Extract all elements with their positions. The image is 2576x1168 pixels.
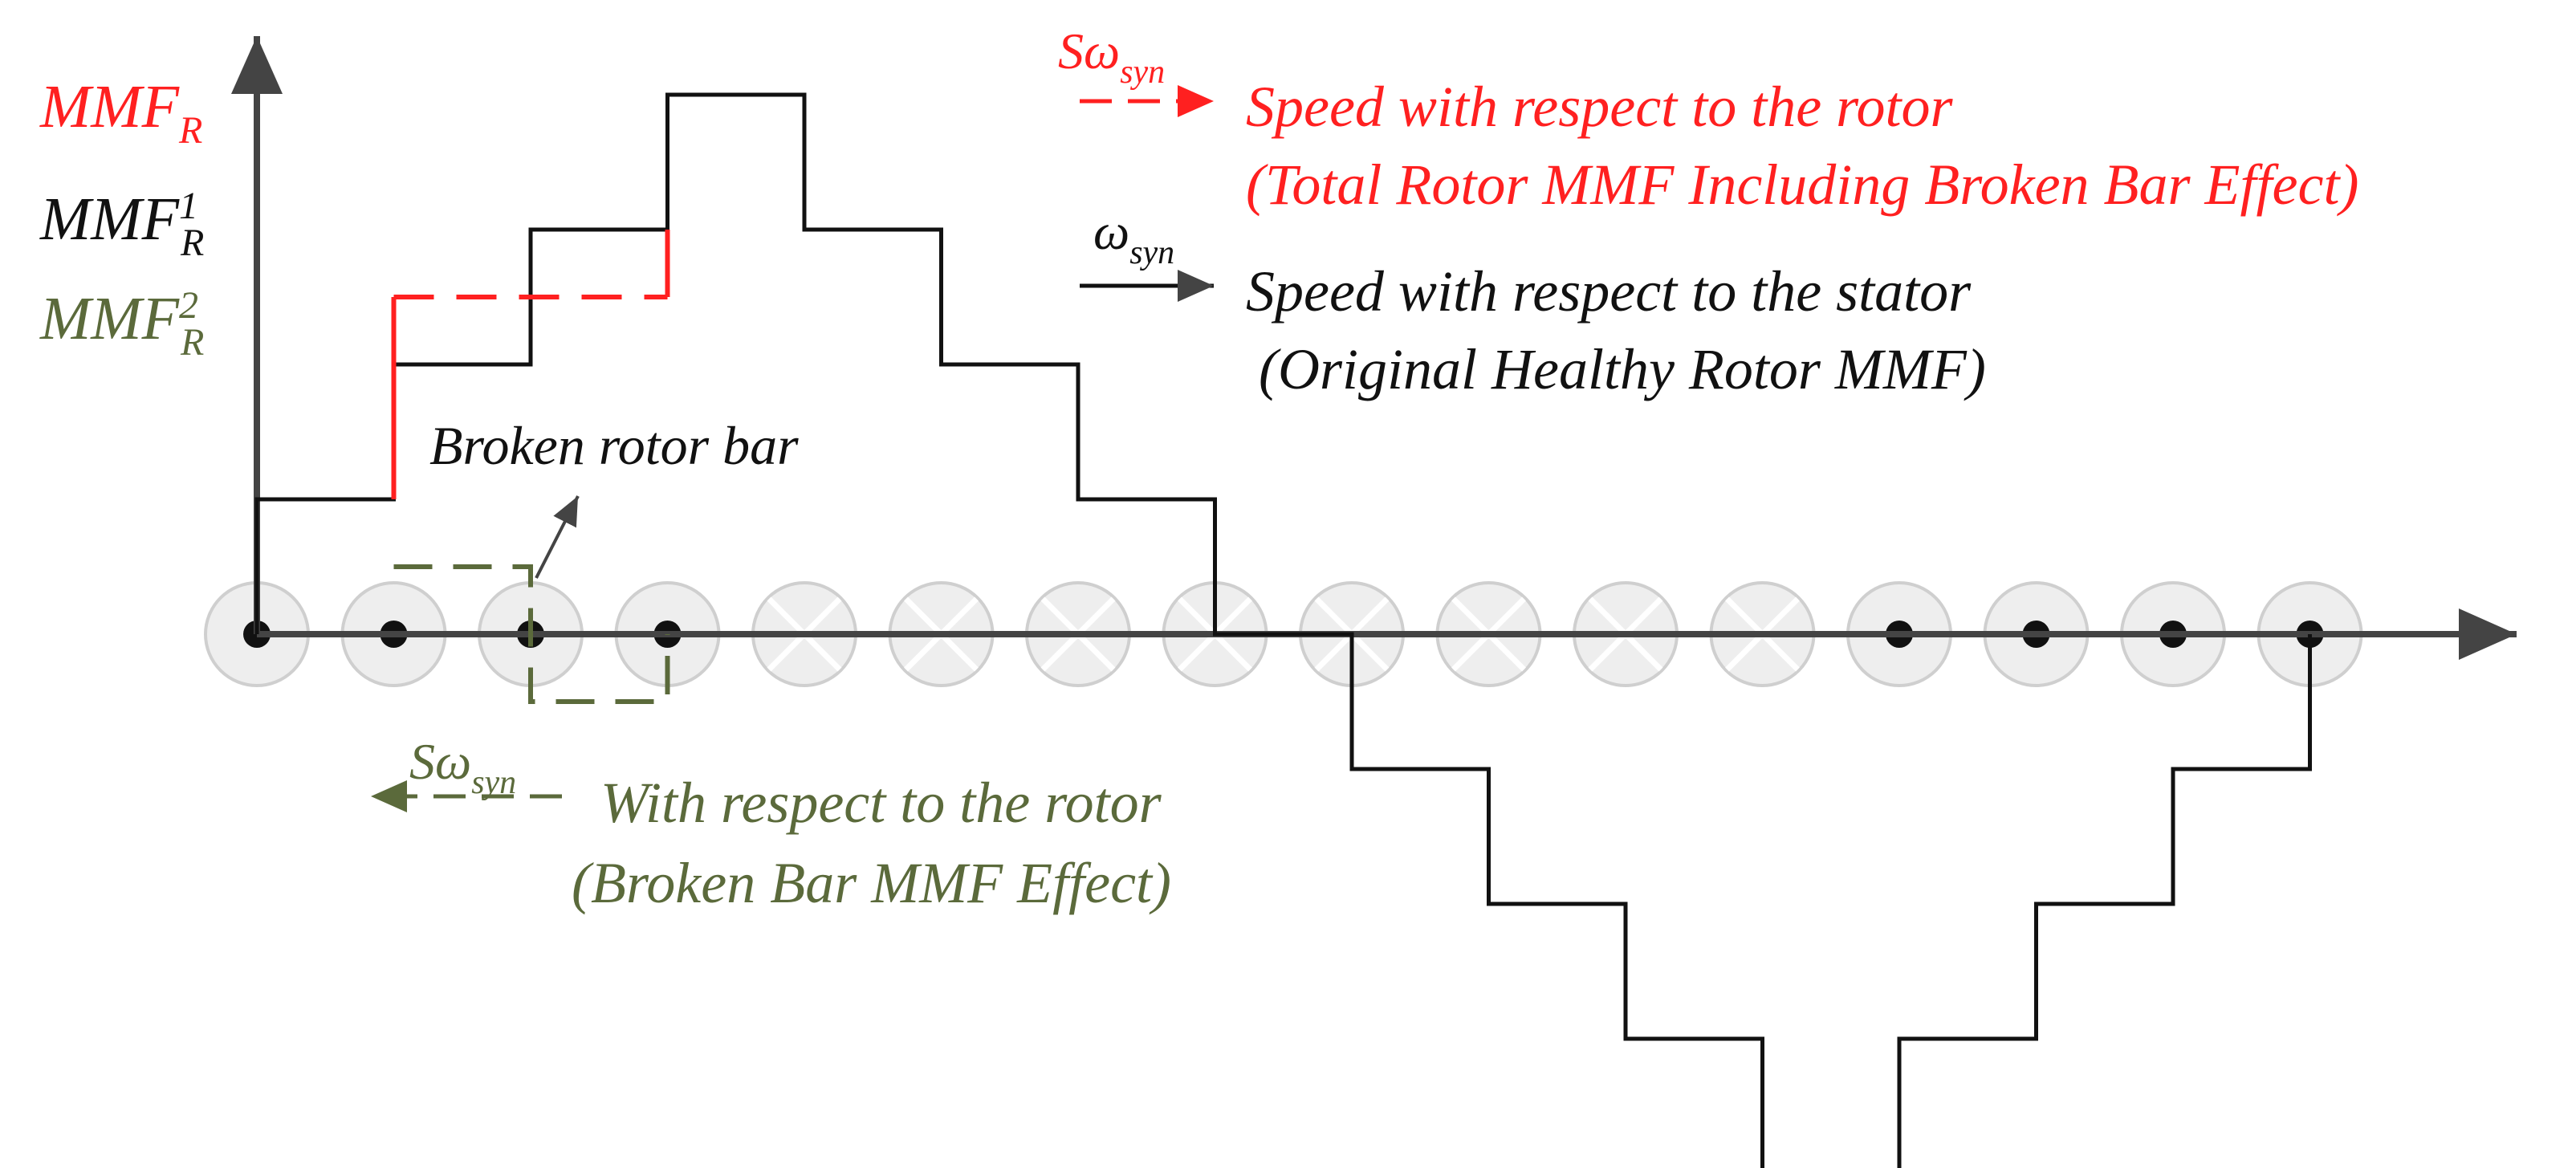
broken-bar-speed-line2: (Broken Bar MMF Effect) [572, 851, 1171, 915]
stator-speed-line1: Speed with respect to the stator [1246, 259, 1972, 324]
stator-speed-symbol: ωsyn [1093, 203, 1174, 271]
healthy-rotor-mmf-waveform [254, 92, 2312, 1168]
mmf-r-label: MMFR [39, 73, 202, 152]
broken-bar-pointer-arrow [535, 495, 580, 579]
broken-bar-mmf-waveform [393, 564, 670, 704]
broken-bar-speed-symbol: Sωsyn [409, 733, 516, 801]
rotor-speed-line2: (Total Rotor MMF Including Broken Bar Ef… [1246, 153, 2358, 217]
legend-rotor-speed: Sωsyn Speed with respect to the rotor (T… [1058, 22, 2358, 217]
rotor-speed-symbol: Sωsyn [1058, 22, 1165, 91]
broken-bar-speed-line1: With respect to the rotor [600, 771, 1162, 835]
legend-stator-speed: ωsyn Speed with respect to the stator (O… [1080, 203, 1986, 401]
broken-rotor-bar-label: Broken rotor bar [429, 415, 799, 476]
legend-broken-bar-speed: Sωsyn With respect to the rotor (Broken … [371, 733, 1171, 915]
total-rotor-mmf-waveform [391, 230, 670, 499]
stator-speed-line2: (Original Healthy Rotor MMF) [1259, 337, 1986, 401]
rotor-speed-line1: Speed with respect to the rotor [1246, 75, 1954, 139]
